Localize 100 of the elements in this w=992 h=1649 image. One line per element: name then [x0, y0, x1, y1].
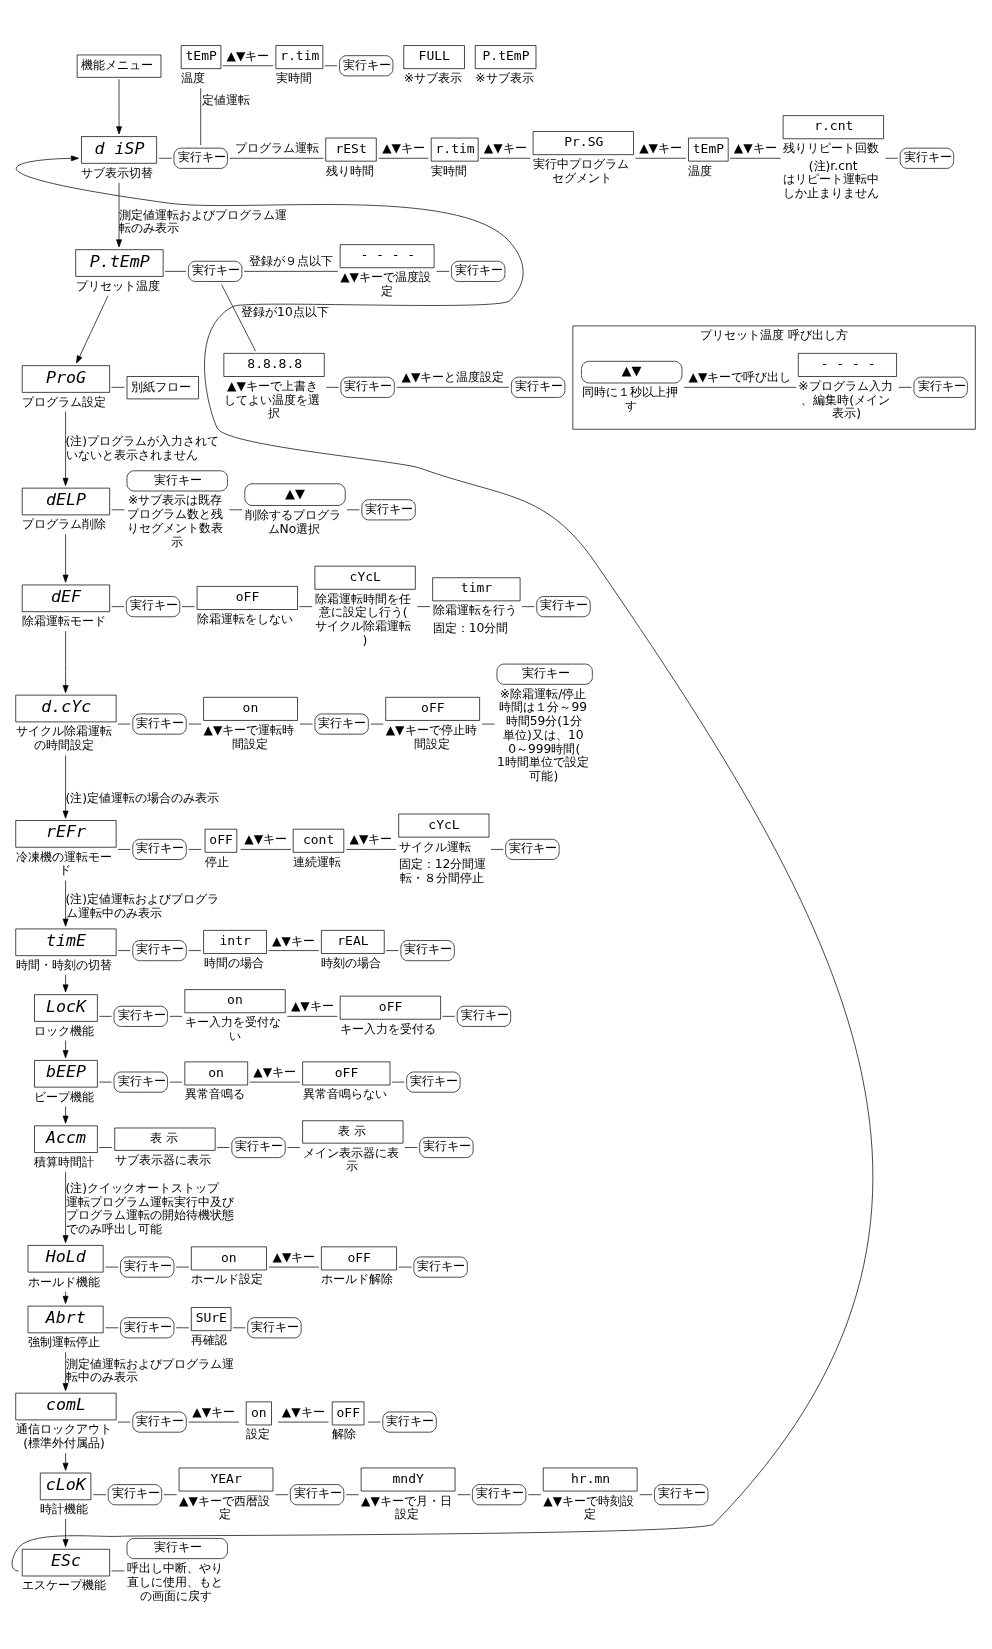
- node-box: 機能メニュー: [76, 54, 161, 78]
- node-box: oFF: [204, 828, 237, 853]
- arrow: [62, 411, 68, 486]
- edge-label: (注)クイックオートストップ運転プログラム運転実行中及びプログラム運転の開始待機状態でのみ呼出し可能: [65, 1181, 234, 1237]
- node-box: 実行キー: [119, 1256, 174, 1278]
- connector: [220, 284, 256, 352]
- arrow: [62, 1106, 68, 1124]
- arrow: [62, 880, 68, 927]
- arrow: [62, 1518, 68, 1548]
- edge-label: 登録が９点以下: [248, 254, 333, 269]
- connector: [286, 1147, 300, 1148]
- node-label: プログラム削除: [21, 517, 106, 532]
- node-box: tEmP: [180, 45, 221, 70]
- node-label: 固定：10分間: [432, 620, 508, 635]
- arrow: [62, 533, 68, 583]
- connector: [104, 1327, 119, 1329]
- edge-label: ▲▼キー: [226, 48, 269, 63]
- node-box: 実行キー: [173, 147, 228, 169]
- node-box: 実行キー: [314, 713, 369, 735]
- node-box: ProG: [21, 365, 110, 393]
- node-box: on: [183, 1061, 248, 1086]
- node-box: 実行キー: [131, 940, 187, 962]
- node-label: サイクル運転: [398, 839, 471, 854]
- node-box: 実行キー: [471, 1484, 526, 1506]
- node-box: mndY: [360, 1467, 455, 1492]
- node-box: 実行キー: [113, 1071, 168, 1093]
- node-box: 実行キー: [131, 1411, 187, 1433]
- node-box: r.cnt: [782, 115, 884, 140]
- connector: [187, 950, 201, 951]
- connector: [404, 1147, 418, 1148]
- node-label: 通信ロックアウト(標準外付属品): [15, 1422, 112, 1451]
- node-box: 実行キー: [535, 596, 591, 618]
- connector: [298, 606, 313, 607]
- node-label: 強制運転停止: [27, 1335, 100, 1350]
- node-box: 実行キー: [405, 1071, 460, 1093]
- arrow: [62, 1291, 68, 1304]
- node-box: Accm: [33, 1125, 98, 1153]
- node-box: HoLd: [27, 1245, 103, 1273]
- connector: [385, 950, 399, 951]
- connector: [638, 1494, 653, 1496]
- node-label: メイン表示器に表示: [302, 1145, 399, 1174]
- node-label: ※プログラム入力、編集時(メイン表示): [797, 378, 893, 421]
- node-label: ホールド解除: [320, 1272, 393, 1287]
- connector: [228, 157, 324, 159]
- node-label: キー入力を受付ない: [184, 1015, 281, 1043]
- node-box: on: [245, 1401, 272, 1426]
- node-box: 実行キー: [113, 1005, 168, 1027]
- node-box: 実行キー: [510, 376, 565, 398]
- node-box: 実行キー: [413, 1256, 468, 1278]
- node-label: 冷凍機の運転モード: [15, 849, 112, 878]
- node-box: 実行キー: [381, 1411, 437, 1433]
- node-box: ▲▼: [243, 483, 346, 506]
- arrow: [11, 155, 872, 1572]
- node-box: cont: [292, 828, 344, 853]
- arrow: [62, 1351, 68, 1392]
- node-box: rEAL: [320, 930, 385, 954]
- node-box: P.tEmP: [74, 249, 163, 277]
- edge-label: ▲▼キー: [243, 832, 287, 847]
- node-box: oFF: [320, 1246, 397, 1271]
- node-box: - - - -: [797, 353, 897, 377]
- node-box: comL: [14, 1392, 117, 1421]
- node-box: on: [190, 1246, 267, 1271]
- node-box: 別紙フロー: [126, 376, 199, 400]
- edge-label: ▲▼キー: [191, 1405, 235, 1420]
- node-label: プログラム設定: [21, 394, 106, 409]
- node-label: 時間の場合: [203, 955, 264, 970]
- connector: [104, 1266, 119, 1268]
- connector: [267, 950, 319, 951]
- node-box: 実行キー: [456, 1005, 511, 1027]
- node-box: 実行キー: [418, 1137, 473, 1158]
- node-box: cYcL: [314, 565, 416, 590]
- node-box: 8.8.8.8: [222, 353, 325, 377]
- connector: [395, 386, 509, 388]
- connector: [117, 849, 131, 850]
- connector: [397, 1266, 412, 1268]
- node-label: サブ表示器に表示: [114, 1152, 211, 1167]
- connector: [221, 65, 274, 67]
- node-label: 実時間: [275, 71, 312, 86]
- node-label: ※サブ表示は既存プログラム数と残りセグメント数表示: [126, 493, 223, 549]
- node-box: Abrt: [27, 1305, 103, 1334]
- edge-label: ▲▼キー: [349, 832, 392, 847]
- connector: [168, 1081, 182, 1083]
- node-box: intr: [202, 930, 267, 954]
- node-box: cLoK: [39, 1472, 91, 1501]
- node-label: 連続運転: [292, 854, 341, 869]
- node-box: Pr.SG: [532, 131, 634, 155]
- node-box: d iSP: [80, 136, 157, 164]
- node-box: oFF: [301, 1061, 390, 1086]
- node-box: FULL: [402, 45, 465, 70]
- edge-label: 測定値運転およびプログラム運転中のみ表示: [65, 1356, 234, 1385]
- node-label: 除霜運転を行う: [432, 603, 517, 618]
- node-box: cYcL: [397, 813, 489, 838]
- node-box: 実行キー: [361, 499, 416, 521]
- node-box: 実行キー: [246, 1317, 301, 1339]
- node-box: 実行キー: [289, 1484, 344, 1506]
- node-box: 実行キー: [338, 55, 393, 77]
- edge-label: プログラム運転: [234, 141, 319, 156]
- edge-label: (注)定値運転の場合のみ表示: [65, 790, 219, 805]
- edge-label: (注)定値運転およびプログラム運転中のみ表示: [65, 891, 219, 920]
- connector: [248, 1081, 300, 1083]
